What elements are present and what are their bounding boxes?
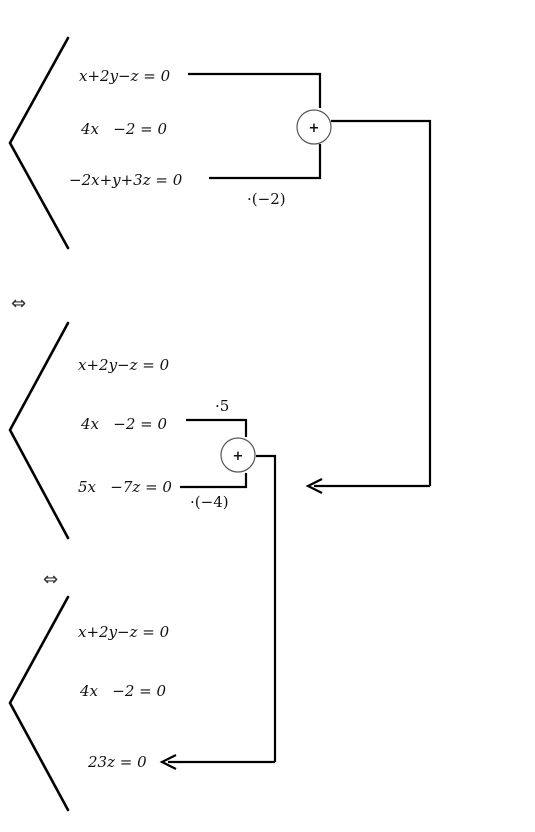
system-3-equation-2: 4x −2 = 0	[79, 682, 167, 700]
op1-wire-top	[188, 72, 322, 108]
op2-multiplier-top: ·5	[215, 397, 229, 415]
op1-arrowhead	[305, 478, 323, 494]
system-2-equation-1: x+2y−z = 0	[78, 356, 170, 374]
op2-wire-bottom	[180, 473, 248, 489]
op2-arrowhead	[159, 754, 177, 770]
system-3-bracket	[8, 595, 70, 812]
op2-add-circle	[220, 437, 256, 473]
op2-plus-icon: +	[233, 449, 244, 464]
system-1-equation-2: 4x −2 = 0	[80, 120, 168, 138]
op2-wire-output	[256, 454, 277, 762]
system-2-bracket	[8, 321, 70, 540]
system-1-bracket	[8, 36, 70, 250]
op2-multiplier-bottom: ·(−4)	[190, 493, 229, 511]
op2-wire-top	[186, 418, 248, 437]
system-3-equation-3: 23z = 0	[87, 753, 147, 771]
op1-multiplier: ·(−2)	[247, 190, 286, 208]
system-1-equation-1: x+2y−z = 0	[79, 67, 171, 85]
equivalence-symbol-2: ⇔	[43, 569, 58, 590]
system-2-equation-2: 4x −2 = 0	[80, 415, 168, 433]
system-3-equation-1: x+2y−z = 0	[78, 623, 170, 641]
op1-wire-output	[331, 119, 432, 486]
system-2-equation-3: 5x −7z = 0	[78, 478, 172, 496]
op1-add-circle	[296, 109, 332, 145]
op1-plus-icon: +	[309, 121, 320, 136]
system-1-equation-3: −2x+y+3z = 0	[69, 171, 183, 189]
equivalence-symbol-1: ⇔	[11, 293, 26, 314]
op1-wire-bottom	[209, 144, 322, 180]
